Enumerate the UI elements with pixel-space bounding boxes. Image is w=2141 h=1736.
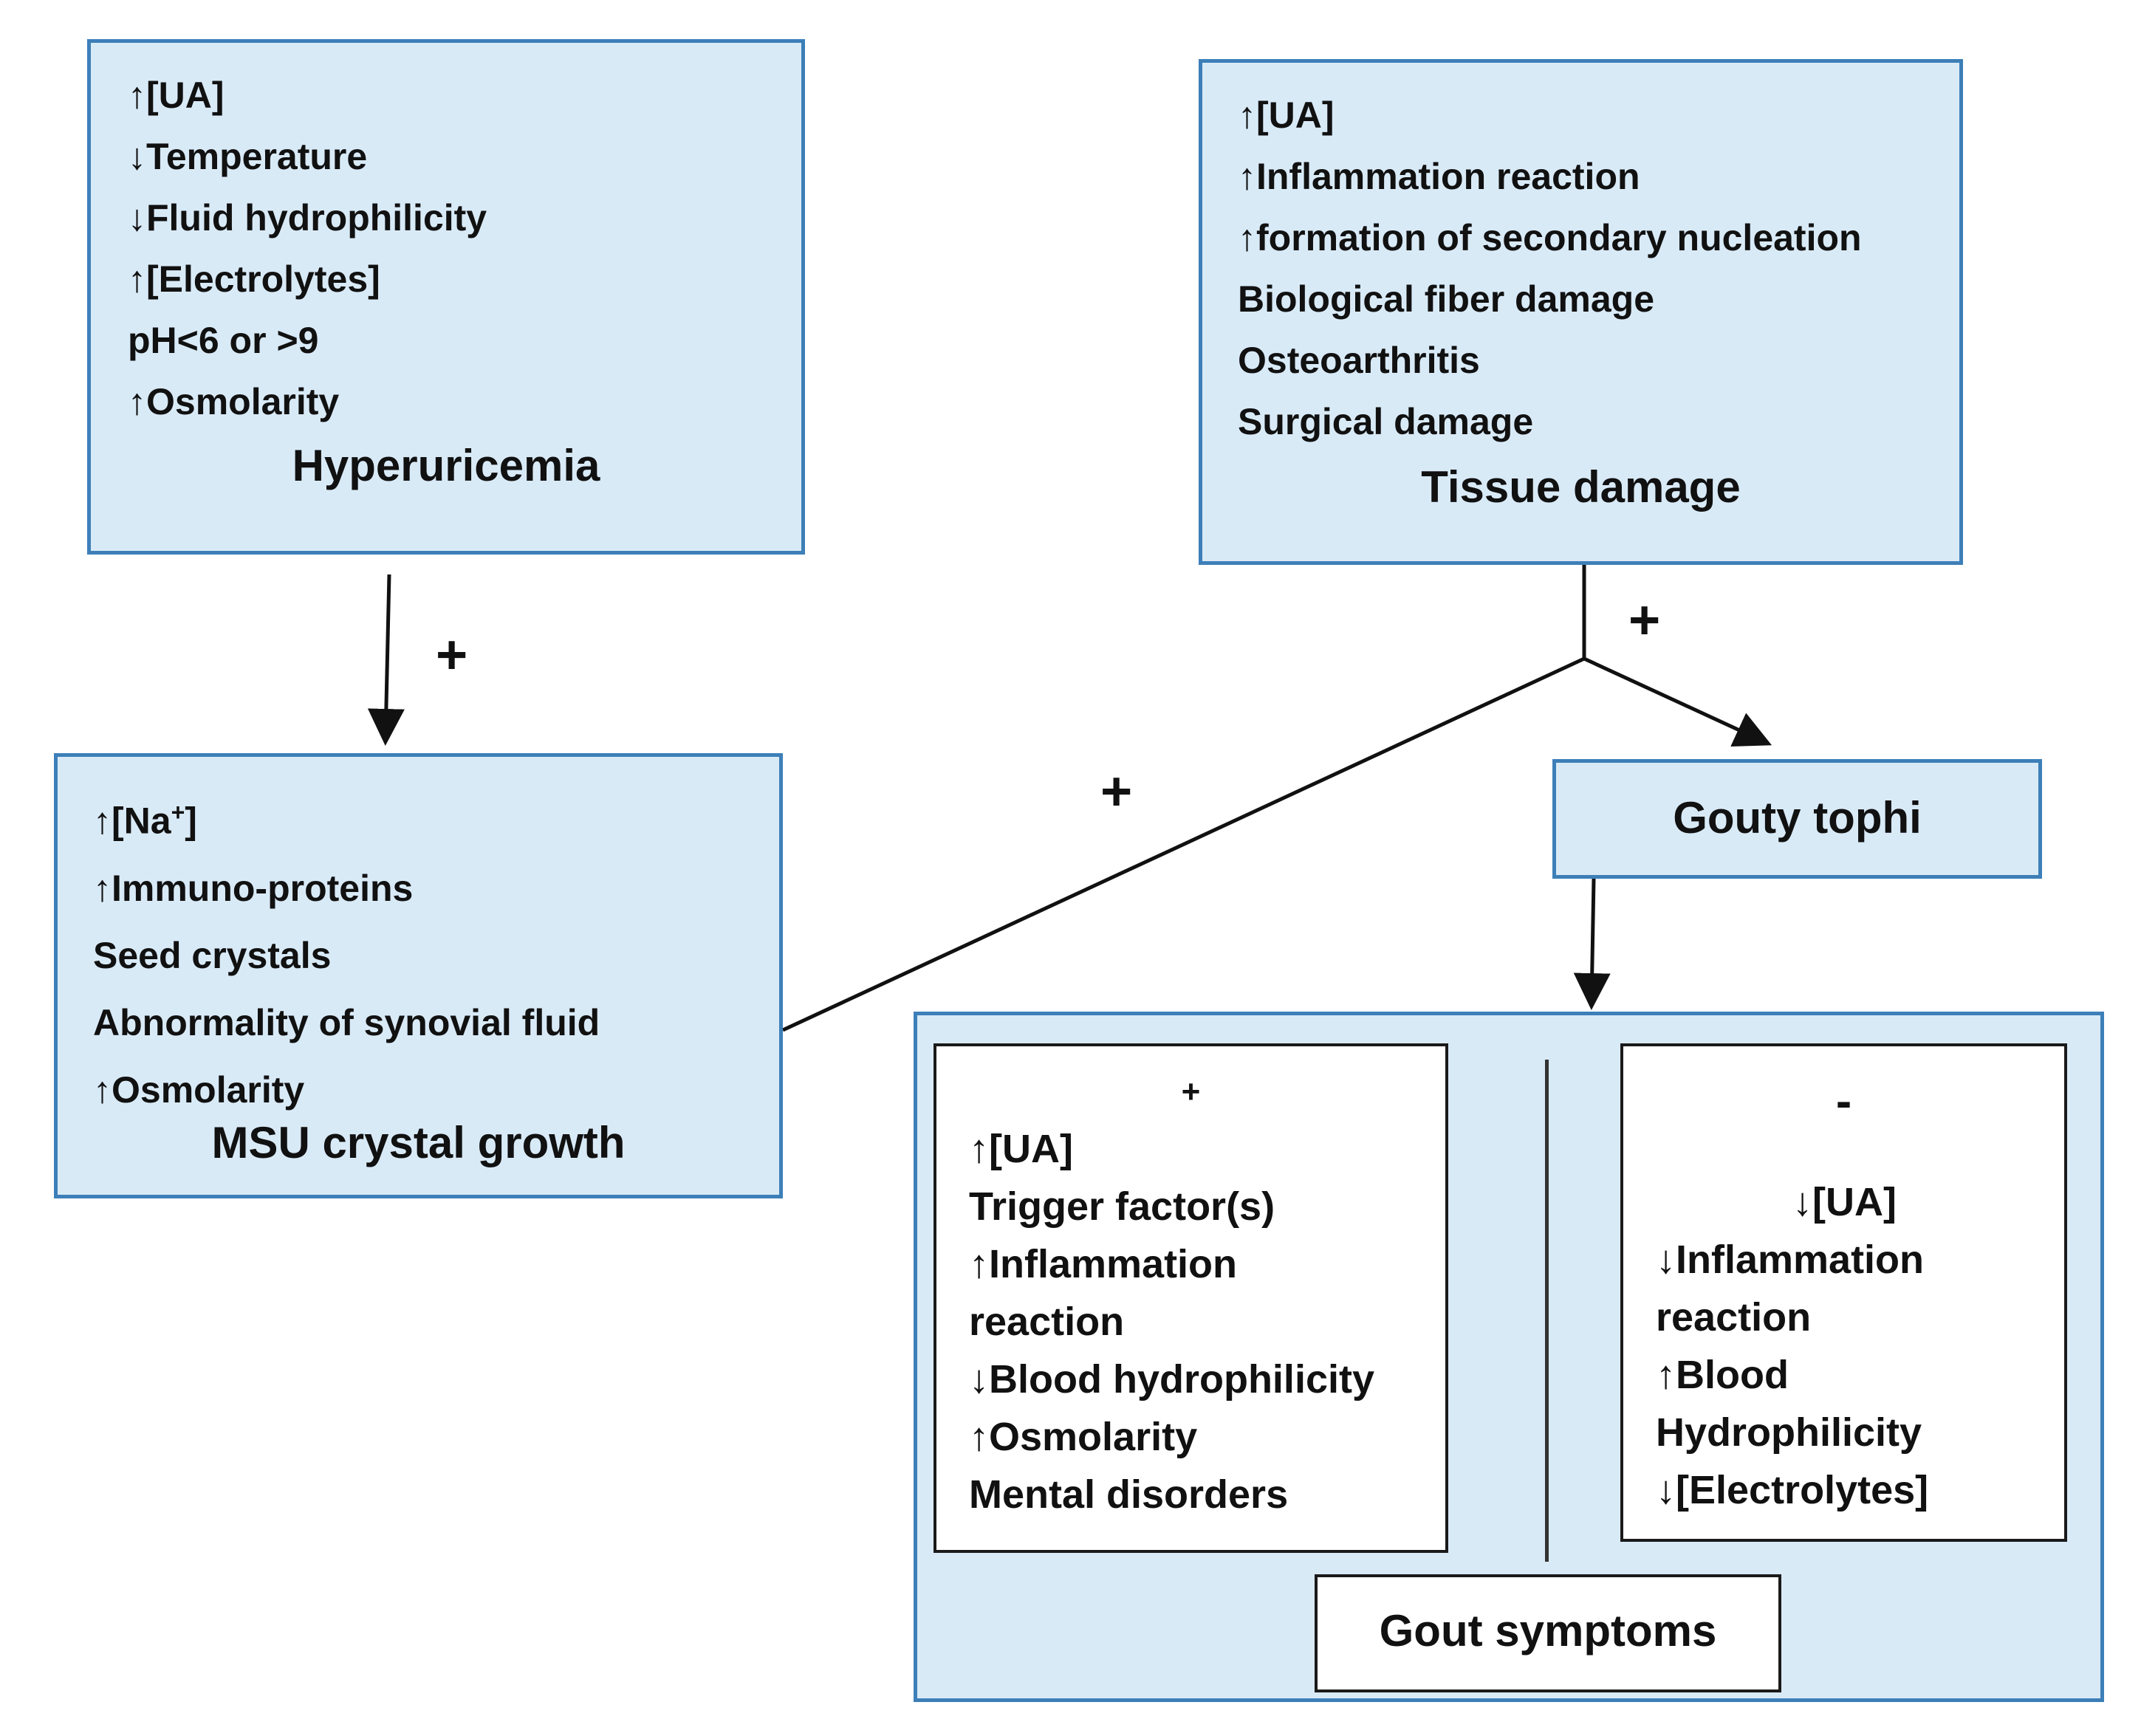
aggravating-item: reaction: [969, 1300, 1125, 1344]
tissue-damage-item: Surgical damage: [1238, 401, 1534, 442]
panel-divider: [1545, 1060, 1549, 1562]
aggravating-item: ↑[UA]: [969, 1127, 1073, 1171]
aggravating-factors-panel: + ↑[UA] Trigger factor(s) ↑Inflammation …: [934, 1043, 1448, 1553]
gout-symptoms-title: Gout symptoms: [1379, 1606, 1717, 1656]
gouty-tophi-title: Gouty tophi: [1673, 793, 1922, 843]
tissue-damage-item: ↑Inflammation reaction: [1238, 156, 1640, 197]
relieving-item: ↑Blood: [1656, 1353, 1789, 1397]
arrow-junction-to-tophi: [1583, 656, 1772, 747]
tissue-damage-box: ↑[UA] ↑Inflammation reaction ↑formation …: [1199, 59, 1963, 565]
msu-item: ↑Osmolarity: [93, 1068, 305, 1111]
relieving-item: reaction: [1656, 1295, 1812, 1339]
tissue-damage-item: Biological fiber damage: [1238, 278, 1655, 320]
msu-item: Abnormality of synovial fluid: [93, 1001, 600, 1043]
aggravating-item: Trigger factor(s): [969, 1184, 1275, 1229]
tissue-damage-item: ↑[UA]: [1238, 95, 1335, 136]
arrow-hyperuricemia-to-msu: [367, 574, 405, 746]
hyperuricemia-item: pH<6 or >9: [128, 320, 319, 361]
tissue-damage-factor-list: ↑[UA] ↑Inflammation reaction ↑formation …: [1238, 85, 1862, 453]
hyperuricemia-item: ↓Fluid hydrophilicity: [128, 197, 487, 239]
relieving-factors-panel: - ↓[UA] ↓Inflammation reaction ↑Blood Hy…: [1620, 1043, 2067, 1542]
aggravating-item: ↑Inflammation: [969, 1242, 1238, 1286]
aggravating-item: Mental disorders: [969, 1472, 1289, 1517]
hyperuricemia-item: ↑[Electrolytes]: [128, 258, 380, 300]
msu-crystal-growth-box: ↑[Na+] ↑Immuno-proteins Seed crystals Ab…: [54, 753, 783, 1198]
hyperuricemia-factor-list: ↑[UA] ↓Temperature ↓Fluid hydrophilicity…: [128, 65, 487, 433]
msu-sodium-label: ↑[Na: [93, 800, 171, 842]
hyperuricemia-item: ↓Temperature: [128, 136, 368, 177]
aggravating-sign: +: [1181, 1074, 1201, 1110]
msu-to-tophi-sign: +: [1100, 761, 1133, 822]
msu-factor-list: ↑[Na+] ↑Immuno-proteins Seed crystals Ab…: [93, 779, 600, 1124]
hyperuricemia-box: ↑[UA] ↓Temperature ↓Fluid hydrophilicity…: [87, 39, 805, 555]
relieving-factor-list: ↓[UA] ↓Inflammation reaction ↑Blood Hydr…: [1656, 1173, 1928, 1519]
gouty-tophi-box: Gouty tophi: [1552, 759, 2042, 879]
hyperuricemia-item: ↑Osmolarity: [128, 381, 340, 422]
msu-item-sodium: ↑[Na+]: [93, 779, 600, 855]
aggravating-factor-list: ↑[UA] Trigger factor(s) ↑Inflammation re…: [969, 1120, 1374, 1523]
line-msu-to-junction: [781, 656, 1586, 1032]
sodium-charge: +: [171, 799, 185, 826]
msu-sodium-bracket: ]: [185, 800, 197, 842]
hyperuricemia-title: Hyperuricemia: [292, 441, 600, 490]
arrow-tophi-to-symptoms: [1573, 878, 1611, 1010]
relieving-item: Hydrophilicity: [1656, 1410, 1922, 1455]
hyperuricemia-item: ↑[UA]: [128, 75, 225, 116]
msu-title: MSU crystal growth: [211, 1118, 626, 1167]
relieving-item: ↓[Electrolytes]: [1656, 1468, 1929, 1512]
aggravating-item: ↓Blood hydrophilicity: [969, 1357, 1374, 1402]
gout-symptoms-box: + ↑[UA] Trigger factor(s) ↑Inflammation …: [914, 1012, 2104, 1702]
msu-item: Seed crystals: [93, 934, 332, 976]
tissue-damage-to-tophi-sign: +: [1628, 589, 1661, 651]
relieving-item: ↓[UA]: [1792, 1180, 1897, 1224]
tissue-damage-item: ↑formation of secondary nucleation: [1238, 217, 1862, 258]
tissue-damage-item: Osteoarthritis: [1238, 340, 1480, 381]
relieving-item: ↓Inflammation: [1656, 1238, 1925, 1282]
gout-symptoms-label-box: Gout symptoms: [1315, 1574, 1781, 1692]
aggravating-item: ↑Osmolarity: [969, 1415, 1198, 1459]
tissue-damage-title: Tissue damage: [1421, 462, 1741, 512]
hyperuricemia-to-msu-sign: +: [436, 624, 468, 685]
msu-item: ↑Immuno-proteins: [93, 867, 414, 909]
relieving-sign: -: [1835, 1074, 1852, 1128]
